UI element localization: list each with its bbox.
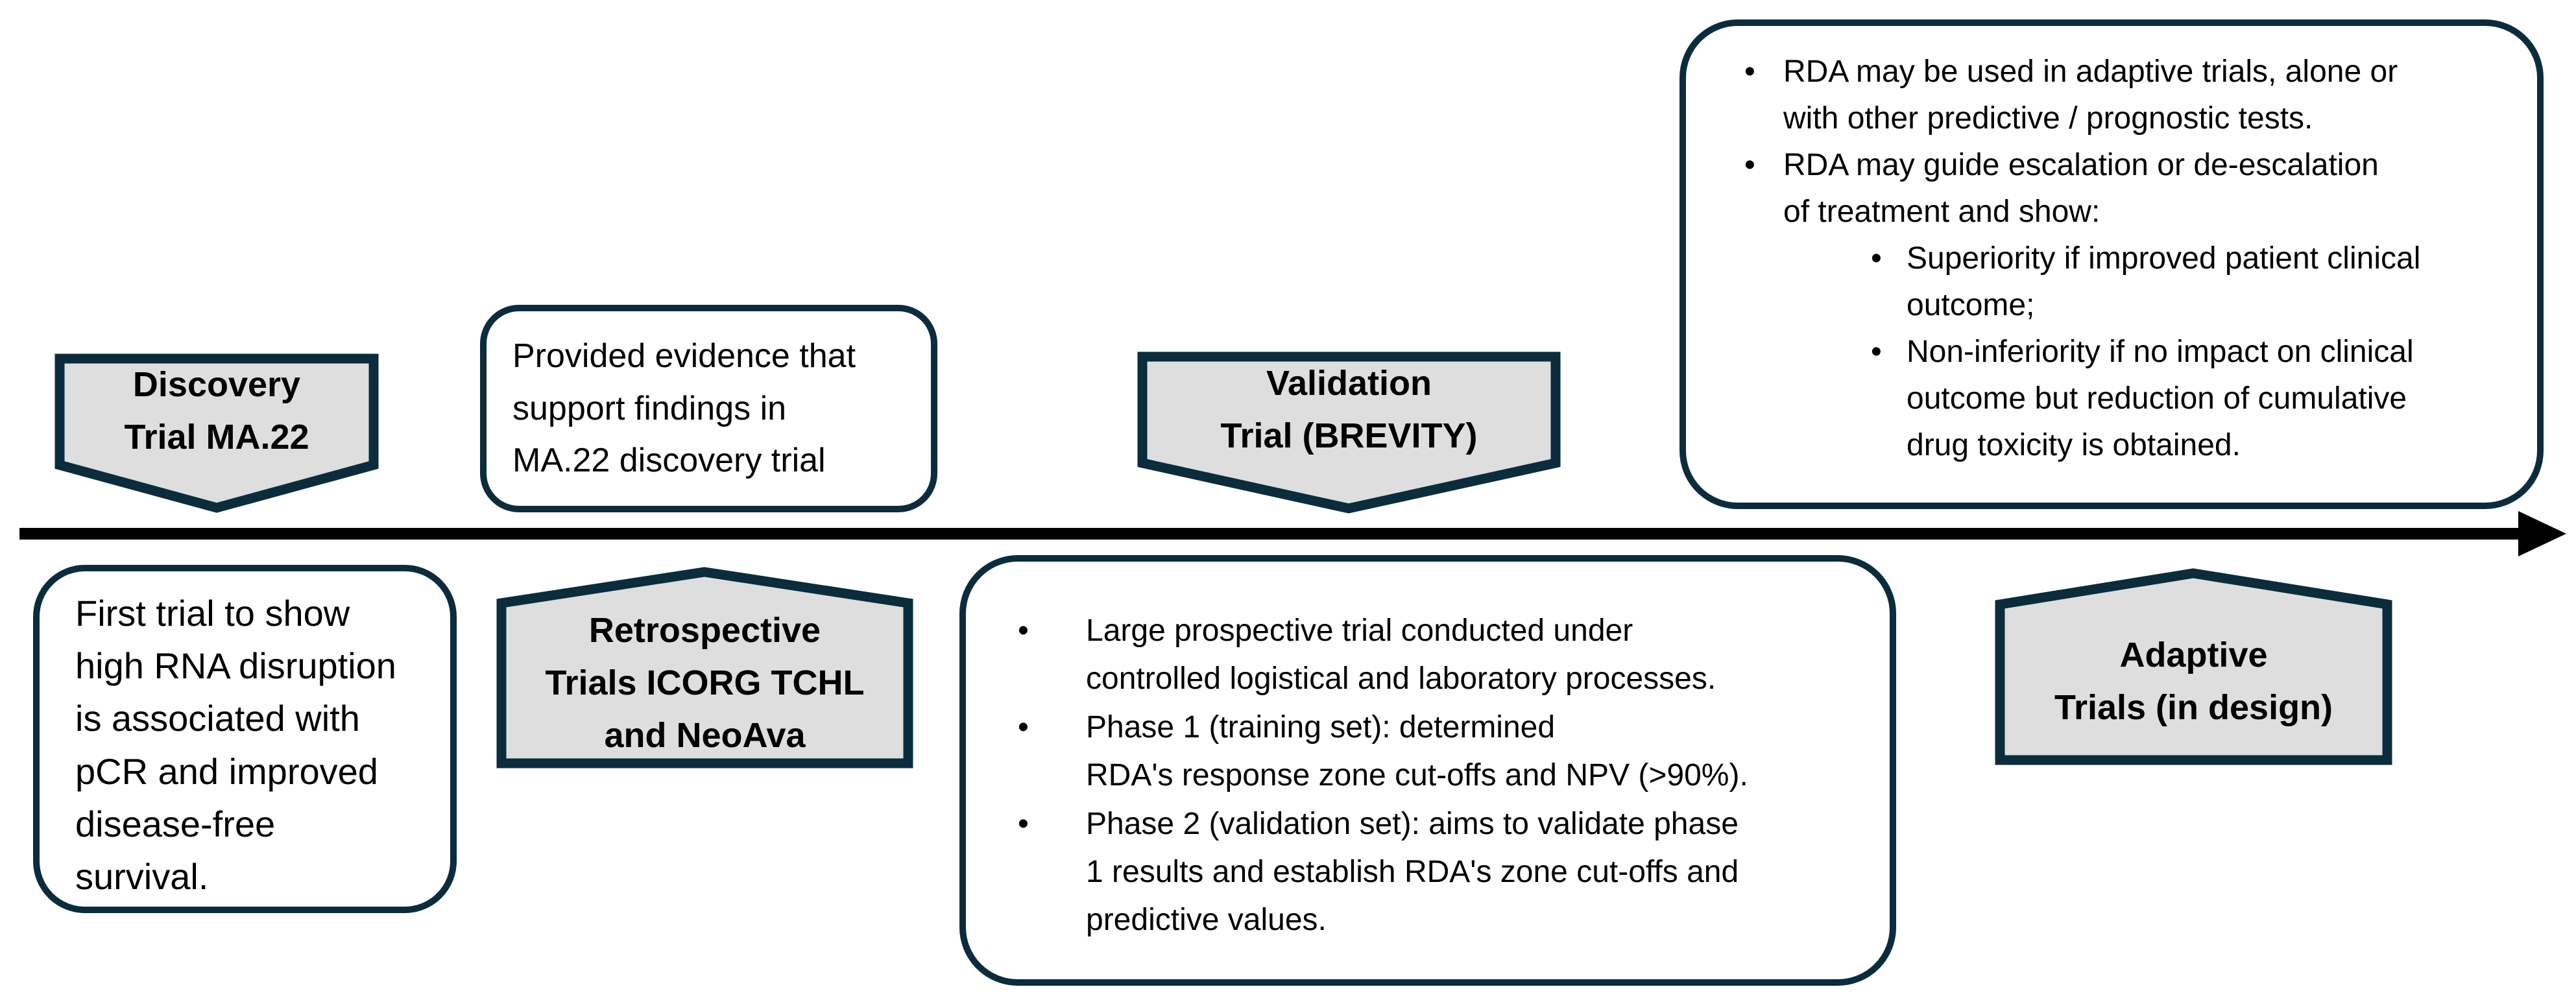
bullet-item: RDA may be used in adaptive trials, alon… <box>1744 49 2524 142</box>
pentagon-up-shape <box>496 567 913 768</box>
bullet-item: Phase 2 (validation set): aims to valida… <box>1018 800 1873 945</box>
bullet-item: RDA may guide escalation or de-escalatio… <box>1744 142 2524 469</box>
note-retrospective-text: Provided evidence that support findings … <box>512 337 856 480</box>
adaptive-bullet-list: RDA may be used in adaptive trials, alon… <box>1715 49 2524 469</box>
milestone-discovery: Discovery Trial MA.22 <box>54 353 379 513</box>
bullet-text: RDA may be used in adaptive trials, alon… <box>1783 54 2398 136</box>
pentagon-down-shape <box>54 353 379 513</box>
note-adaptive-trials: RDA may be used in adaptive trials, alon… <box>1679 19 2544 509</box>
pentagon-down-shape <box>1137 351 1561 514</box>
pentagon-up-shape <box>1995 568 2392 765</box>
milestone-adaptive: Adaptive Trials (in design) <box>1995 567 2392 765</box>
milestone-validation: Validation Trial (BREVITY) <box>1137 351 1561 514</box>
note-validation-trial: Large prospective trial conducted under … <box>959 555 1896 986</box>
milestone-discovery-label: Discovery Trial MA.22 <box>124 364 309 457</box>
milestone-validation-label: Validation Trial (BREVITY) <box>1220 364 1478 455</box>
sub-bullet-item: Non-inferiority if no impact on clinical… <box>1871 329 2524 469</box>
bullet-item: Large prospective trial conducted under … <box>1018 607 1873 704</box>
note-discovery-text: First trial to show high RNA disruption … <box>75 593 396 897</box>
adaptive-sub-bullet-list: Superiority if improved patient clinical… <box>1783 235 2524 469</box>
timeline-axis <box>19 528 2521 540</box>
bullet-text: Non-inferiority if no impact on clinical… <box>1907 335 2414 462</box>
bullet-text: RDA may guide escalation or de-escalatio… <box>1783 148 2379 229</box>
bullet-item: Phase 1 (training set): determined RDA's… <box>1018 704 1873 800</box>
milestone-adaptive-label: Adaptive Trials (in design) <box>2054 636 2333 728</box>
milestone-retrospective-label: Retrospective Trials ICORG TCHL and NeoA… <box>545 611 865 756</box>
timeline-arrowhead-icon <box>2518 511 2566 556</box>
validation-bullet-list: Large prospective trial conducted under … <box>992 607 1873 945</box>
note-discovery-trial: First trial to show high RNA disruption … <box>33 565 457 913</box>
sub-bullet-item: Superiority if improved patient clinical… <box>1871 235 2524 329</box>
bullet-text: Large prospective trial conducted under … <box>1086 613 1716 696</box>
bullet-text: Phase 1 (training set): determined RDA's… <box>1086 709 1748 793</box>
note-retrospective-evidence: Provided evidence that support findings … <box>480 305 937 512</box>
bullet-text: Phase 2 (validation set): aims to valida… <box>1086 806 1739 938</box>
milestone-retrospective: Retrospective Trials ICORG TCHL and NeoA… <box>496 565 913 768</box>
bullet-text: Superiority if improved patient clinical… <box>1907 241 2421 322</box>
